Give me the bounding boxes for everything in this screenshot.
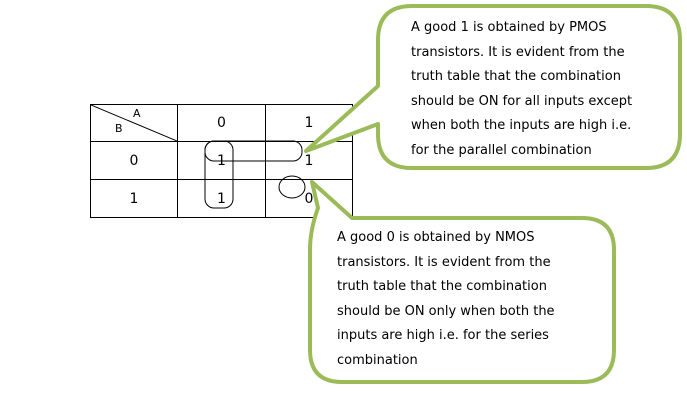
pmos-line-4: should be ON for all inputs except (411, 93, 633, 109)
pmos-callout-text: A good 1 is obtained by PMOS transistors… (411, 16, 632, 163)
nmos-line-4: should be ON only when both the (337, 303, 555, 319)
nmos-line-2: transistors. It is evident from the (337, 254, 551, 270)
nmos-line-5: inputs are high i.e. for the series (337, 328, 549, 343)
nmos-callout-bubble (308, 180, 616, 384)
nmos-line-1: A good 0 is obtained by NMOS (337, 230, 535, 245)
pmos-line-5: when both the inputs are high i.e. (411, 118, 632, 133)
corner-diagonal (91, 105, 177, 141)
nmos-line-3: truth table that the combination (337, 279, 547, 294)
pmos-callout-bubble (304, 4, 682, 170)
variable-b-label: B (115, 122, 123, 135)
kmap-corner-cell: A B (90, 104, 178, 142)
column-grouping-loop (204, 140, 234, 209)
pmos-line-3: truth table that the combination (411, 69, 621, 84)
pmos-line-6: for the parallel combination (411, 142, 592, 158)
variable-a-label: A (133, 107, 141, 120)
row-header-b1: 1 (90, 179, 178, 218)
pmos-line-1: A good 1 is obtained by PMOS (411, 20, 607, 35)
pmos-line-2: transistors. It is evident from the (411, 44, 625, 60)
zero-circle (278, 175, 306, 199)
cell-b1-a0: 1 (177, 179, 266, 218)
column-header-a0: 0 (177, 104, 266, 142)
nmos-line-6: combination (337, 352, 418, 368)
nmos-callout-text: A good 0 is obtained by NMOS transistors… (337, 226, 555, 373)
row-grouping-loop (204, 140, 303, 162)
